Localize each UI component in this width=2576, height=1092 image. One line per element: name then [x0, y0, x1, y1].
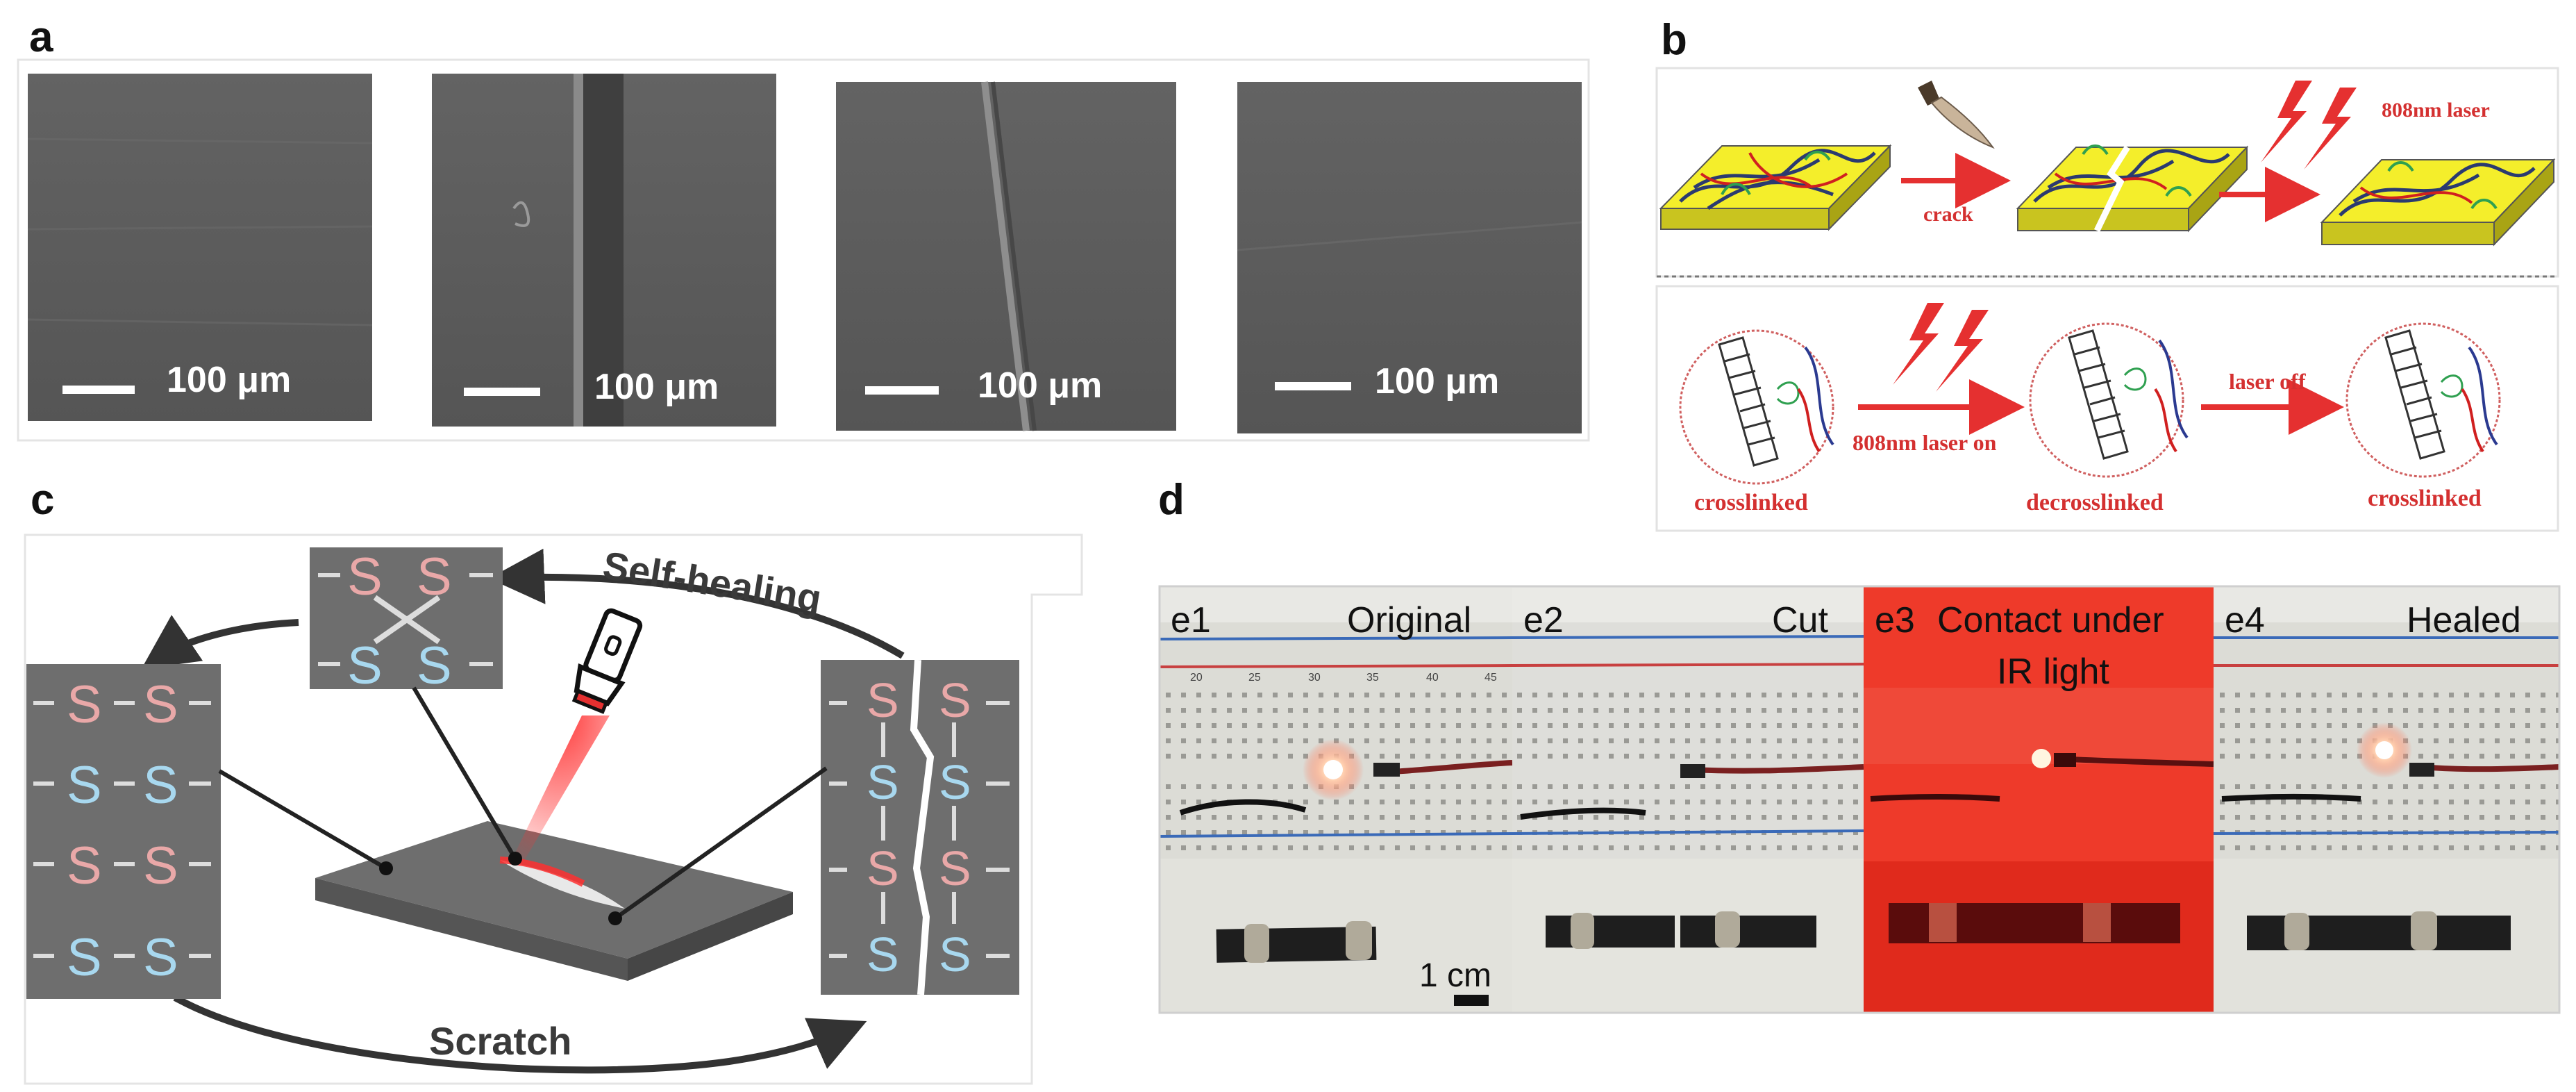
scale-bar-2 [464, 388, 540, 396]
material-slab [315, 821, 793, 981]
laser-808-label: 808nm laser [2382, 99, 2490, 122]
sem-image-1: 100 μm [27, 74, 373, 421]
atom-s: S [939, 841, 971, 895]
ruler-number: 45 [1484, 672, 1497, 684]
scratched-bond-box: S S S S S S S S [821, 659, 1019, 995]
panel-a-label: a [29, 13, 53, 61]
arrow-self-healing-upper [489, 548, 905, 659]
scale-label-3: 100 μm [978, 365, 1102, 406]
sem-image-3: 100 μm [836, 81, 1176, 431]
atom-s: S [347, 636, 383, 695]
panel-c-frame [24, 533, 1083, 1085]
atom-s: S [939, 927, 971, 982]
photo-id-e1: e1 [1171, 600, 1211, 640]
scale-label-1cm: 1 cm [1419, 957, 1491, 994]
scale-label-4: 100 μm [1375, 361, 1499, 402]
panel-a-frame [17, 58, 1590, 442]
sem-image-2: 100 μm [432, 74, 776, 427]
self-healing-label: Self-healing [600, 543, 824, 621]
panel-c-label: c [31, 476, 54, 524]
photo-e1: e1 Original [1159, 586, 1513, 1013]
bond-exchange-box: S S S S [310, 547, 503, 695]
scale-bar-1 [62, 386, 135, 394]
scratch-label: Scratch [429, 1019, 571, 1063]
ruler-number: 40 [1426, 672, 1439, 684]
scale-bar-4 [1275, 382, 1351, 390]
connector-dot [379, 861, 393, 875]
ruler-number: 30 [1308, 672, 1321, 684]
photo-caption-e3-line2: IR light [1997, 652, 2109, 692]
nanotube-circle-3 [2345, 322, 2501, 478]
photo-id-e2: e2 [1523, 600, 1564, 640]
film-slab-3 [2320, 158, 2556, 247]
photo-e3: e3 Contact under IR light [1864, 586, 2214, 1013]
state-decrosslinked: decrosslinked [2026, 490, 2164, 515]
atom-s: S [67, 756, 102, 815]
atom-s: S [867, 755, 899, 809]
laser-off-label: laser off [2229, 369, 2306, 394]
atom-s: S [417, 547, 452, 606]
atom-s: S [867, 841, 899, 895]
atom-s: S [939, 755, 971, 809]
connector-dot [608, 911, 622, 925]
scale-bar-3 [865, 386, 939, 395]
photo-id-e4: e4 [2225, 600, 2265, 640]
atom-s: S [67, 836, 102, 895]
atom-s: S [143, 928, 178, 987]
atom-s: S [867, 673, 899, 727]
ruler-number: 20 [1190, 672, 1203, 684]
state-crosslinked-2: crosslinked [2368, 486, 2482, 511]
atom-s: S [67, 928, 102, 987]
flashlight-icon [511, 608, 643, 864]
ruler-number: 25 [1248, 672, 1261, 684]
photo-caption-e3: Contact under [1937, 600, 2164, 640]
atom-s: S [67, 675, 102, 734]
nanotube-circle-1 [1679, 329, 1834, 485]
film-slab-1 [1659, 144, 1892, 231]
atom-s: S [417, 636, 452, 695]
panel-b-bottom-frame [1655, 285, 2559, 532]
photo-caption-e2: Cut [1772, 600, 1828, 640]
connector-lines [218, 686, 828, 920]
sem-image-4: 100 μm [1237, 82, 1582, 433]
ruler-numbers-e1: 20 25 30 35 40 45 [1190, 672, 1497, 684]
film-slab-2 [2016, 144, 2249, 233]
state-crosslinked-1: crosslinked [1694, 490, 1808, 515]
atom-s: S [867, 927, 899, 982]
photo-e4: e4 Healed [2213, 586, 2560, 1013]
scale-label-1: 100 μm [167, 360, 291, 400]
crack-label: crack [1923, 203, 1973, 226]
atom-s: S [143, 836, 178, 895]
ruler-number: 35 [1366, 672, 1379, 684]
knife-icon [1918, 81, 1995, 149]
panel-d-label: d [1158, 476, 1185, 524]
panel-b-label: b [1661, 16, 1687, 64]
photo-e2: e2 Cut [1512, 586, 1864, 1013]
atom-s: S [143, 675, 178, 734]
nanotube-circle-2 [2029, 322, 2189, 478]
atom-s: S [347, 547, 383, 606]
laser-on-label: 808nm laser on [1852, 430, 1997, 455]
lightning-icon-top [2261, 81, 2357, 169]
intact-bond-box: S S S S S S S S [26, 664, 221, 999]
arrow-self-healing-left [141, 615, 299, 670]
arrow-scratch [173, 994, 867, 1074]
photo-caption-e1: Original [1347, 600, 1471, 640]
scale-bar-1cm [1454, 995, 1489, 1006]
connector-dot [508, 852, 522, 866]
lightning-icon-bottom [1893, 303, 1989, 392]
photo-caption-e4: Healed [2407, 600, 2521, 640]
atom-s: S [143, 756, 178, 815]
panel-d-frame [1158, 585, 2561, 1014]
atom-s: S [939, 673, 971, 727]
photo-id-e3: e3 [1875, 600, 1915, 640]
scale-label-2: 100 μm [594, 367, 719, 407]
